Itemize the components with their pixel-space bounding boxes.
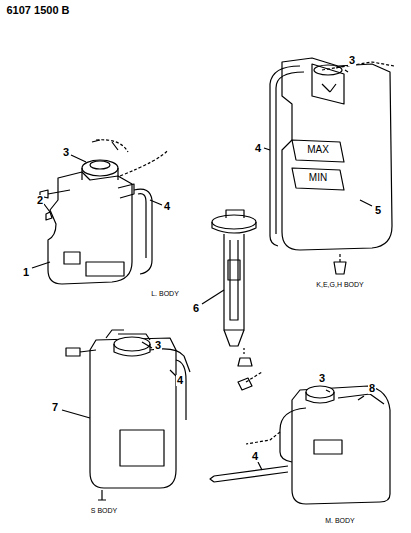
- s-body-reservoir: [62, 330, 190, 500]
- gauge-mark: MAX: [306, 145, 330, 155]
- callout-number: 3: [348, 55, 356, 66]
- part-number: 6107 1500 B: [6, 5, 71, 16]
- callout-number: 4: [251, 451, 259, 462]
- callout-number: 6: [192, 303, 200, 314]
- callout-number: 3: [62, 147, 70, 158]
- callout-number: 1: [22, 267, 30, 278]
- callout-number: 8: [368, 383, 376, 394]
- l-body-reservoir: [32, 140, 168, 284]
- callout-number: 4: [254, 143, 262, 154]
- callout-number: 4: [176, 375, 184, 386]
- body-label: L. BODY: [150, 290, 180, 297]
- body-label: K,E,G,H BODY: [315, 281, 364, 288]
- gauge-mark: MIN: [308, 173, 328, 183]
- callout-number: 7: [51, 402, 59, 413]
- callout-number: 3: [318, 373, 326, 384]
- kegh-body-reservoir: [264, 58, 394, 274]
- callout-number: 4: [163, 201, 171, 212]
- m-body-reservoir: [210, 372, 390, 504]
- level-sensor: [202, 210, 256, 366]
- callout-number: 3: [154, 340, 162, 351]
- body-label: M. BODY: [324, 517, 356, 524]
- callout-number: 5: [374, 205, 382, 216]
- callout-number: 2: [36, 195, 44, 206]
- body-label: S BODY: [90, 507, 118, 514]
